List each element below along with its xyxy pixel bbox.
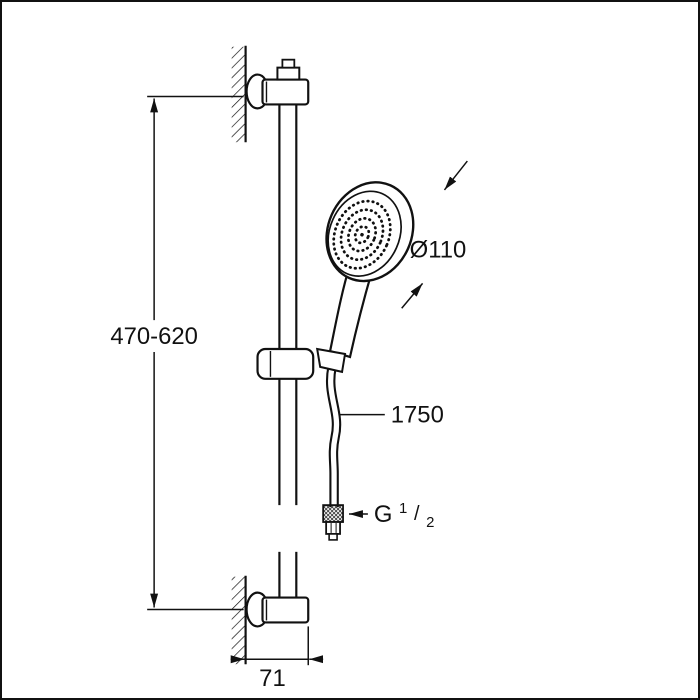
hose-connector: [322, 504, 344, 541]
wall-hatch-bottom: [231, 576, 246, 665]
dimension-height-range: [147, 95, 244, 611]
thread-prefix: G: [374, 501, 393, 528]
label-head-diameter: Ø110: [410, 237, 467, 264]
label-height-range: 470-620: [110, 323, 198, 350]
connector-thread-tip: [328, 533, 338, 541]
shower-head: [325, 181, 415, 283]
shower-hose: [326, 365, 342, 508]
shower-handle: [328, 263, 374, 359]
rail-segment-upper: [278, 104, 298, 350]
spray-face: [332, 199, 392, 270]
diameter-arrow-upper: [443, 160, 468, 191]
shower-head-face-edge: [327, 190, 402, 277]
connector-nut: [325, 521, 341, 535]
top-mount: [245, 58, 310, 110]
hose-body: [328, 366, 340, 508]
wall-section-bottom: [231, 575, 247, 665]
rail-segment-middle: [278, 378, 298, 506]
label-thread-size: G 1 / 2: [374, 492, 435, 531]
dimension-head-diameter: [401, 160, 468, 309]
label-wall-offset: 71: [259, 665, 286, 692]
diameter-arrow-lower: [401, 282, 424, 309]
thread-numerator: 1: [399, 501, 407, 517]
top-mount-arm: [261, 78, 310, 106]
spray-face-center: [360, 232, 364, 237]
rail-end-cap: [276, 66, 301, 81]
thread-slash: /: [414, 503, 420, 525]
connector-knurl: [322, 504, 344, 523]
wall-hatch-top: [231, 46, 246, 143]
bottom-mount-arm: [261, 596, 310, 624]
bottom-mount: [245, 591, 310, 628]
dimension-wall-offset: [230, 626, 324, 666]
thread-denominator: 2: [426, 515, 434, 531]
label-hose-length: 1750: [391, 402, 444, 429]
handle-hose-nut: [315, 347, 347, 374]
shower-rail: [278, 104, 298, 599]
wall-section-top: [231, 45, 247, 143]
rail-end-cap-tip: [281, 58, 296, 69]
slider-holder: [256, 347, 315, 380]
rail-segment-lower: [278, 551, 298, 599]
